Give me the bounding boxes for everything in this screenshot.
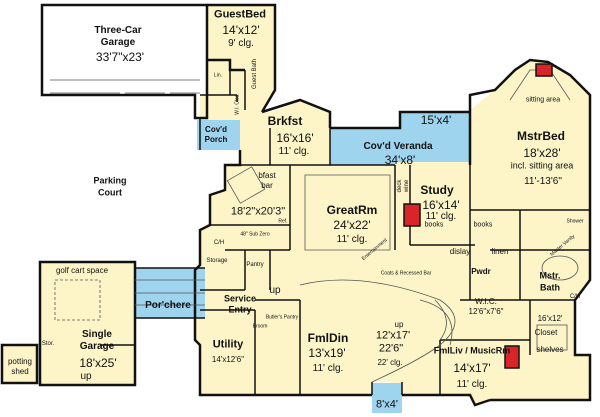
- three-car-garage-label: Three-Car: [94, 25, 142, 36]
- storage-label: Storage: [206, 258, 228, 264]
- wine-label: wine: [404, 179, 410, 193]
- up-label-2: up: [394, 320, 404, 329]
- up-label-1: up: [269, 285, 281, 296]
- golf-cart-label: golf cart space: [55, 266, 109, 275]
- shelves-label: shelves: [536, 345, 564, 354]
- butlers-label: Butler's Pantry: [265, 314, 299, 321]
- greatrm-dim: 24'x22': [333, 218, 371, 232]
- mstrbed-clg: 11'-13'6": [524, 176, 562, 187]
- bfast-bar-label: bfast: [258, 171, 276, 180]
- sitting-area-label: sitting area: [525, 96, 561, 104]
- three-car-garage-dim: 33'7"x23': [95, 50, 145, 64]
- coats-label: Coats & Recessed Bar: [380, 270, 432, 277]
- potting-label: potting: [7, 357, 33, 366]
- greatrm-clg: 11' clg.: [336, 234, 368, 245]
- single-garage-label: Single: [81, 329, 113, 340]
- greatrm-label: GreatRm: [326, 203, 378, 217]
- pwdr-label: Pwdr: [471, 267, 491, 276]
- parking-label: Parking: [93, 175, 127, 186]
- veranda-side-dim: 15'x4': [420, 113, 452, 127]
- brkfst-label: Brkfst: [267, 114, 303, 128]
- front-porch-dim: 8'x4': [376, 398, 398, 411]
- single-garage-label-2: Garage: [79, 341, 115, 352]
- guestbed-clg: 9' clg.: [228, 38, 254, 49]
- shed-label: shed: [11, 367, 29, 376]
- utility-dim: 14'x12'6": [211, 355, 245, 364]
- deck-label: deck: [397, 179, 403, 193]
- veranda-label: Cov'd Veranda: [363, 141, 433, 152]
- guestbed-label: GuestBed: [214, 8, 266, 21]
- utility-label: Utility: [212, 338, 244, 351]
- mstrbed-note: incl. sitting area: [510, 160, 574, 171]
- three-car-garage-label-2: Garage: [100, 37, 136, 48]
- walls: [0, 3, 592, 407]
- closet-dim: 16'x12': [537, 314, 563, 323]
- wi-clos-label: W.I. Clos.: [234, 93, 241, 115]
- fmldin-label: FmlDin: [307, 331, 349, 345]
- fmlliv-clg: 11' clg.: [456, 379, 488, 390]
- fireplaces: [403, 63, 553, 369]
- service-label: Service: [223, 293, 257, 304]
- wic-label: W.I.C.: [475, 297, 497, 306]
- porchere-label: Por'chere: [145, 300, 191, 311]
- kitchen-dim: 18'2"x20'3": [230, 205, 286, 218]
- linen-label: Lin.: [213, 72, 223, 79]
- entry-label: Entry: [228, 304, 252, 315]
- books-label-1: books: [424, 221, 444, 229]
- pantry-label: Pantry: [246, 262, 264, 268]
- closet-label: Closet: [534, 328, 558, 337]
- wic-dim: 12'6"x7'6": [468, 307, 504, 316]
- study-clg: 11' clg.: [425, 211, 457, 222]
- study-dim: 16'x14': [422, 198, 460, 212]
- mstrbed-label: MstrBed: [516, 129, 566, 143]
- foyer-dim-2: 22'6": [378, 342, 404, 355]
- stor-label: Stor.: [41, 341, 55, 347]
- foyer-clg: 22' clg.: [377, 358, 403, 367]
- guestbed-dim: 14'x12': [222, 23, 260, 37]
- ch-label-2: C/H: [569, 294, 581, 300]
- veranda-dim: 34'x8': [384, 153, 416, 167]
- ref-label: Ref.: [278, 218, 288, 225]
- subzero-label: 48" Sub Zero: [240, 231, 270, 238]
- display-label: dislay: [449, 247, 471, 256]
- linen2-label: linen: [491, 247, 509, 256]
- foyer-dim-1: 12'x17': [375, 329, 411, 342]
- mstrbed-dim: 18'x28': [523, 146, 561, 160]
- fmldin-dim: 13'x19': [308, 346, 346, 360]
- brkfst-clg: 11' clg.: [278, 146, 310, 157]
- mstr-bath-label-2: Bath: [540, 282, 560, 293]
- bfast-bar-label-2: bar: [261, 181, 273, 190]
- cream-fills: [2, 5, 590, 405]
- ch-label-1: C/H: [213, 240, 225, 246]
- study-label: Study: [420, 183, 454, 197]
- brkfst-dim: 16'x16': [276, 131, 314, 145]
- shower-label: Shower: [566, 218, 584, 225]
- single-garage-up: up: [80, 371, 92, 382]
- interior-walls: [100, 60, 590, 395]
- parking-label-2: Court: [98, 187, 122, 198]
- fmlliv-label: FmlLiv / MusicRm: [433, 345, 511, 356]
- broom-label: Broom: [252, 323, 268, 330]
- books-label-2: books: [473, 221, 493, 229]
- fmlliv-dim: 14'x17': [453, 361, 491, 375]
- fmldin-clg: 11' clg.: [312, 363, 344, 374]
- single-garage-dim: 18'x25': [79, 356, 117, 370]
- mstr-bath-label: Mstr.: [539, 270, 561, 281]
- guestbath-label: Guest Bath: [252, 58, 258, 90]
- covd-porch-label: Cov'd: [205, 125, 227, 134]
- covd-porch-label-2: Porch: [204, 135, 228, 144]
